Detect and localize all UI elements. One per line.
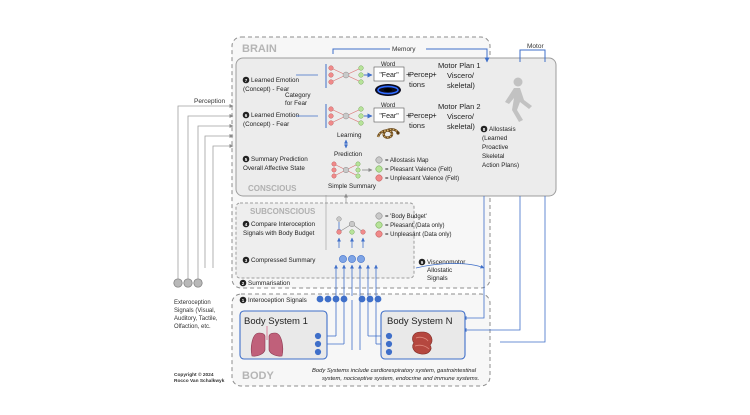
copyright: Copyright © 2024 Rocco Van Schalkwyk: [174, 371, 225, 384]
subconscious-title: SUBCONSCIOUS: [250, 207, 316, 216]
body-system-n-label: Body System N: [387, 316, 453, 327]
svg-text:2: 2: [242, 281, 245, 286]
prediction-label: Prediction: [334, 151, 362, 158]
plus-1b: +: [432, 70, 437, 79]
black-hole-image: [375, 84, 401, 96]
step-6: 6 Learned Emotion (Concept) - Fear: [242, 111, 299, 128]
fear-word-box-1: [373, 66, 405, 82]
word-label-1: Word: [381, 62, 395, 68]
svg-text:Overall Affective State: Overall Affective State: [243, 165, 305, 172]
perception-line-3: [197, 124, 234, 268]
word-label-2: Word: [381, 103, 395, 109]
plus-2b: +: [432, 111, 437, 120]
visceromotor-arrow: [415, 263, 485, 269]
step-2: 2 Summarisation: [239, 279, 290, 287]
step-4: 4 Compare Interoception Signals with Bod…: [242, 220, 316, 237]
body-system-1-label: Body System 1: [244, 316, 308, 327]
memory-label: Memory: [392, 46, 416, 53]
svg-text:= Pleasant Valence (Felt): = Pleasant Valence (Felt): [385, 167, 452, 173]
neural-net-fear-2: [325, 104, 364, 128]
step-8: 8 Allostasis (Learned Proactive Skeletal…: [480, 125, 519, 169]
svg-text:7: 7: [245, 78, 248, 83]
svg-text:= Unpleasant Valence (Felt): = Unpleasant Valence (Felt): [385, 176, 459, 182]
body-system-n-ports: [385, 332, 393, 356]
perception-line-5: [212, 144, 234, 268]
exteroception-dot: [183, 278, 193, 288]
lungs-image: [250, 326, 284, 357]
body-budget-net: [336, 216, 366, 235]
snake-image: [376, 128, 400, 139]
motor-plan-1: Motor Plan 1 Viscero/ skeletal): [438, 61, 483, 90]
intestines-image: [412, 331, 433, 355]
running-person-icon: [505, 77, 532, 122]
motor-line: [519, 49, 546, 62]
conscious-legend: = Allostasis Map = Pleasant Valence (Fel…: [375, 156, 459, 182]
exteroception-label: Exteroception Signals (Visual, Auditory,…: [174, 300, 219, 330]
subconscious-panel: [235, 202, 415, 279]
allostasis-line-2: [462, 196, 521, 332]
svg-text:= 'Body Budget': = 'Body Budget': [385, 214, 427, 220]
simple-summary-label: Simple Summary: [328, 183, 377, 190]
allostasis-line-1: [462, 196, 485, 320]
svg-text:= Allostasis Map: = Allostasis Map: [385, 158, 429, 164]
category-for-fear: Category for Fear: [285, 92, 312, 107]
body-systems-note: Body Systems include cardiorespiratory s…: [312, 368, 479, 382]
learning-label: Learning: [337, 132, 362, 139]
compressed-summary-nodes: [339, 255, 365, 263]
plus-2a: +: [406, 111, 411, 120]
interoception-dots: [316, 295, 382, 303]
perception-line-2: [187, 114, 234, 268]
svg-text:(Concept) - Fear: (Concept) - Fear: [243, 86, 289, 93]
fear-word-box-2: [373, 107, 405, 123]
svg-text:Compressed Summary: Compressed Summary: [251, 257, 316, 264]
conscious-title: CONSCIOUS: [248, 184, 297, 193]
simple-summary-net: [331, 161, 361, 179]
svg-text:Viscenomotor Allostatic: Viscenomotor Allostatic Signals: [427, 259, 467, 282]
svg-text:Allostasis (Learned: Allostasis (Learned Proactive Skeletal A…: [482, 126, 519, 169]
fear-word-2: "Fear": [379, 113, 399, 120]
conscious-panel: [235, 57, 557, 197]
step-7: 7 Learned Emotion (Concept) - Fear: [242, 76, 299, 93]
step-1: 1 Interoception Signals: [239, 296, 307, 304]
interoception-signal-lines: [320, 264, 385, 350]
svg-text:8: 8: [483, 127, 486, 132]
step-5: 5 Summary Prediction Overall Affective S…: [242, 155, 308, 172]
perceptions-1: Percep tions: [409, 70, 435, 89]
svg-text:9: 9: [421, 260, 424, 265]
svg-text:Signals with Body Budget: Signals with Body Budget: [243, 230, 315, 237]
body-system-1-ports: [314, 332, 322, 356]
svg-text:Compare Interoception: Compare Interoception: [251, 221, 316, 228]
svg-text:Summary Prediction: Summary Prediction: [251, 156, 308, 163]
perception-line-1: [177, 104, 234, 268]
perception-label: Perception: [194, 98, 225, 105]
exteroception-dot: [173, 278, 183, 288]
svg-text:3: 3: [245, 258, 248, 263]
svg-text:1: 1: [242, 298, 245, 303]
svg-text:Learned Emotion: Learned Emotion: [251, 112, 299, 119]
subconscious-legend: = 'Body Budget' = Pleasant (Data only) =…: [375, 212, 452, 238]
step-3: 3 Compressed Summary: [242, 256, 316, 264]
motor-label: Motor: [527, 43, 544, 50]
svg-text:Learned Emotion: Learned Emotion: [251, 77, 299, 84]
perception-line-4: [204, 134, 234, 268]
fear-word-1: "Fear": [379, 72, 399, 79]
exteroception-dot: [193, 278, 203, 288]
svg-text:5: 5: [245, 157, 248, 162]
plus-1a: +: [406, 70, 411, 79]
perceptions-2: Percep tions: [409, 111, 435, 130]
svg-text:Summarisation: Summarisation: [248, 280, 290, 287]
brain-title: BRAIN: [242, 43, 277, 55]
svg-text:6: 6: [245, 113, 248, 118]
svg-text:Interoception Signals: Interoception Signals: [248, 297, 307, 304]
svg-text:4: 4: [245, 222, 248, 227]
svg-text:= Pleasant (Data only): = Pleasant (Data only): [385, 223, 445, 229]
svg-text:= Unpleasant (Data only): = Unpleasant (Data only): [385, 232, 452, 238]
svg-text:(Concept) - Fear: (Concept) - Fear: [243, 121, 289, 128]
body-title: BODY: [242, 370, 274, 382]
motor-plan-2: Motor Plan 2 Viscero/ skeletal): [438, 102, 483, 131]
neural-net-fear-1: [325, 64, 364, 88]
step-9: 9 Viscenomotor Allostatic Signals: [418, 258, 467, 282]
